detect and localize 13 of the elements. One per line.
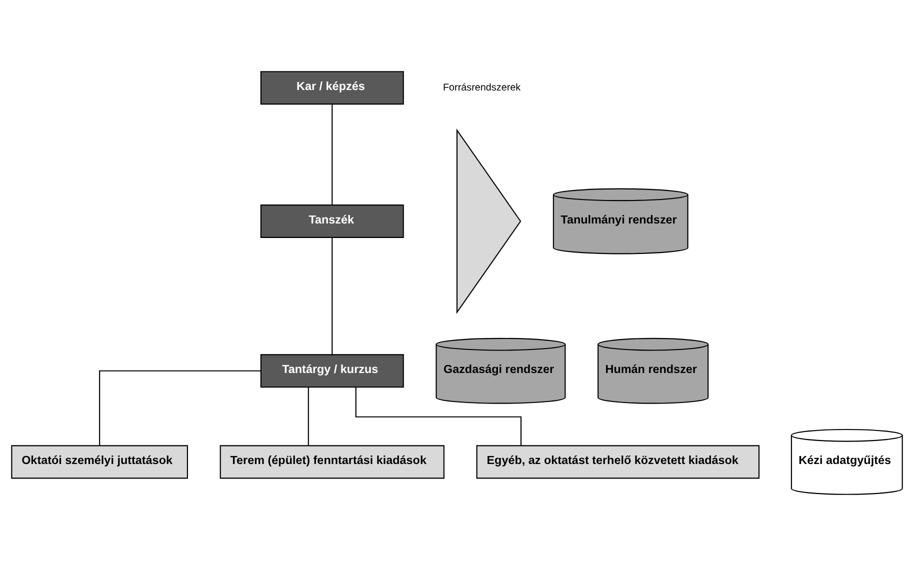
connector (332, 238, 333, 355)
node-box: Egyéb, az oktatást terhelő közvetett kiadások (476, 445, 760, 479)
node-box: Kar / képzés (260, 71, 404, 105)
connector (99, 370, 261, 446)
node-box: Tanszék (260, 204, 404, 238)
node-box: Tantárgy / kurzus (260, 354, 404, 388)
label: Forrásrendszerek (442, 82, 521, 94)
connector (355, 387, 522, 446)
connector (332, 104, 333, 205)
node-triangle (456, 128, 522, 314)
connector (308, 387, 309, 446)
node-box: Oktatói személyi juttatások (11, 445, 188, 479)
node-box: Terem (épület) fenntartási kiadások (220, 445, 444, 479)
